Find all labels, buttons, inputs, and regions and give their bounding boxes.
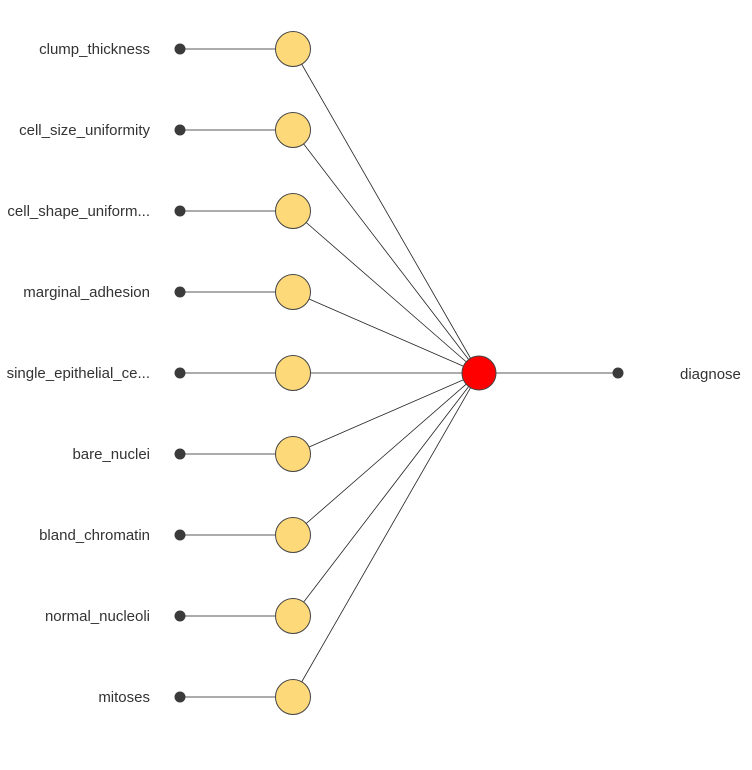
hidden-node: [275, 193, 311, 229]
output-dot: [612, 367, 624, 379]
input-dot: [174, 448, 186, 460]
input-label: marginal_adhesion: [23, 284, 150, 301]
labels-layer: clump_thickness cell_size_uniformity cell_…: [7, 41, 741, 706]
edge-node-to-output: [292, 210, 480, 374]
edge-node-to-output: [292, 48, 480, 374]
edge-node-to-output: [292, 129, 480, 374]
output-node: [461, 355, 497, 391]
hidden-node: [275, 517, 311, 553]
hidden-node: [275, 679, 311, 715]
edges-layer: [180, 48, 618, 698]
hidden-node: [275, 355, 311, 391]
edge-node-to-output: [292, 372, 480, 455]
output-label: diagnose: [680, 366, 741, 383]
input-label: single_epithelial_ce...: [7, 365, 150, 382]
edge-node-to-output: [292, 372, 480, 698]
hidden-node: [275, 436, 311, 472]
input-label: bland_chromatin: [39, 527, 150, 544]
edge-node-to-output: [292, 291, 480, 374]
input-label: clump_thickness: [39, 41, 150, 58]
edge-node-to-output: [292, 372, 480, 617]
input-dot: [174, 43, 186, 55]
input-dot: [174, 529, 186, 541]
input-label: bare_nuclei: [72, 446, 150, 463]
hidden-node: [275, 598, 311, 634]
input-dot: [174, 610, 186, 622]
hidden-node: [275, 274, 311, 310]
edge-node-to-output: [292, 372, 480, 536]
input-dot: [174, 124, 186, 136]
hidden-node: [275, 31, 311, 67]
input-label: mitoses: [98, 689, 150, 706]
input-dot: [174, 367, 186, 379]
input-dot: [174, 286, 186, 298]
hidden-node: [275, 112, 311, 148]
input-label: cell_size_uniformity: [19, 122, 150, 139]
input-label: normal_nucleoli: [45, 608, 150, 625]
input-dot: [174, 205, 186, 217]
nodes-layer: [174, 31, 624, 715]
input-dot: [174, 691, 186, 703]
input-label: cell_shape_uniform...: [7, 203, 150, 220]
